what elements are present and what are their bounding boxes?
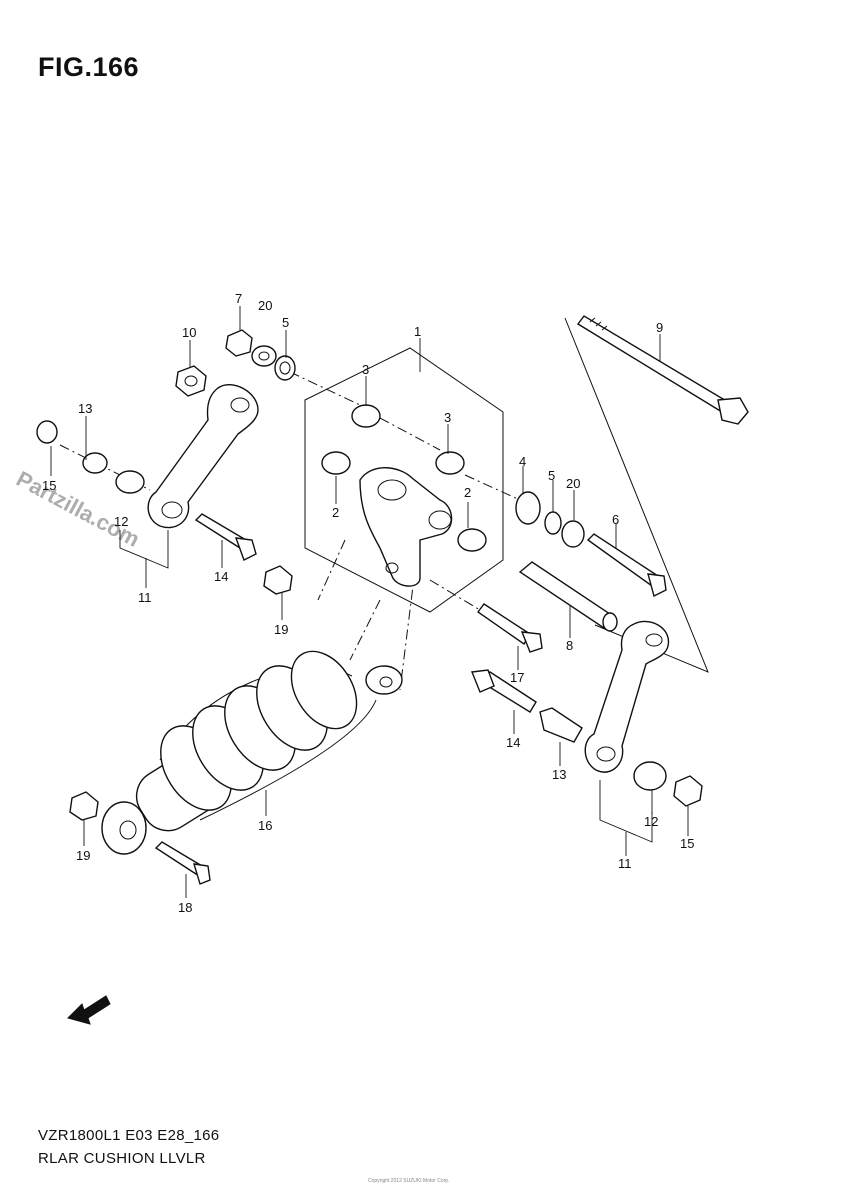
callout-3: 3 (444, 410, 451, 425)
small-bolts-group (194, 513, 583, 743)
callout-11: 11 (138, 590, 152, 605)
callout-16: 16 (258, 818, 272, 833)
assembly-box-outline (304, 347, 504, 613)
callout-6: 6 (612, 512, 619, 527)
bearing-parts (321, 404, 487, 552)
callout-5: 5 (548, 468, 555, 483)
callout-12: 12 (114, 514, 128, 529)
callout-labels: 1 2 2 3 3 4 5 5 6 7 8 9 10 11 11 12 12 1… (42, 291, 694, 915)
callout-2: 2 (464, 485, 471, 500)
spacer-tube-part-8 (518, 561, 618, 632)
align-line (379, 417, 441, 451)
leader-lines (50, 306, 689, 898)
align-line (349, 599, 381, 661)
callout-18: 18 (178, 900, 192, 915)
callout-8: 8 (566, 638, 573, 653)
callout-15: 15 (680, 836, 694, 851)
top-nut-washer-group (225, 329, 296, 381)
callout-14: 14 (506, 735, 520, 750)
callout-1: 1 (414, 324, 421, 339)
callout-7: 7 (235, 291, 242, 306)
callout-13: 13 (78, 401, 92, 416)
bracket-line (119, 530, 169, 569)
callout-9: 9 (656, 320, 663, 335)
callout-17: 17 (510, 670, 524, 685)
nut-part-10 (175, 365, 207, 397)
right-link-arm (584, 620, 670, 773)
callout-13: 13 (552, 767, 566, 782)
callout-14: 14 (214, 569, 228, 584)
callout-19: 19 (76, 848, 90, 863)
align-line (317, 539, 346, 601)
shock-absorber-part (101, 650, 403, 855)
copyright-text: Copyright 2012 SUZUKI Motor Corp. (368, 1178, 450, 1184)
figure-title: FIG.166 (38, 52, 140, 82)
diagram-caption: RLAR CUSHION LLVLR (38, 1150, 206, 1167)
right-collar-group (515, 491, 585, 548)
align-line (289, 371, 361, 406)
callout-15: 15 (42, 478, 56, 493)
bottom-hardware-group (69, 791, 211, 885)
callout-12: 12 (644, 814, 658, 829)
model-code: VZR1800L1 E03 E28_166 (38, 1127, 220, 1144)
callout-5: 5 (282, 315, 289, 330)
callout-11: 11 (618, 856, 632, 871)
cushion-lever-body (359, 467, 453, 587)
align-line (464, 474, 521, 501)
callout-20: 20 (566, 476, 580, 491)
rod-group-outline (564, 317, 709, 673)
callout-20: 20 (258, 298, 272, 313)
right-bearing-group (633, 761, 703, 807)
callout-10: 10 (182, 325, 196, 340)
bolt-part-6 (586, 533, 667, 598)
left-link-arm (147, 383, 259, 529)
callout-2: 2 (332, 505, 339, 520)
align-line (399, 569, 416, 691)
callout-19: 19 (274, 622, 288, 637)
align-line (429, 579, 481, 611)
callout-4: 4 (519, 454, 526, 469)
left-bearing-group (36, 420, 145, 494)
bracket-line (599, 780, 653, 843)
fwd-arrow-icon (67, 995, 111, 1025)
callout-3: 3 (362, 362, 369, 377)
long-bolt-part (576, 315, 749, 425)
